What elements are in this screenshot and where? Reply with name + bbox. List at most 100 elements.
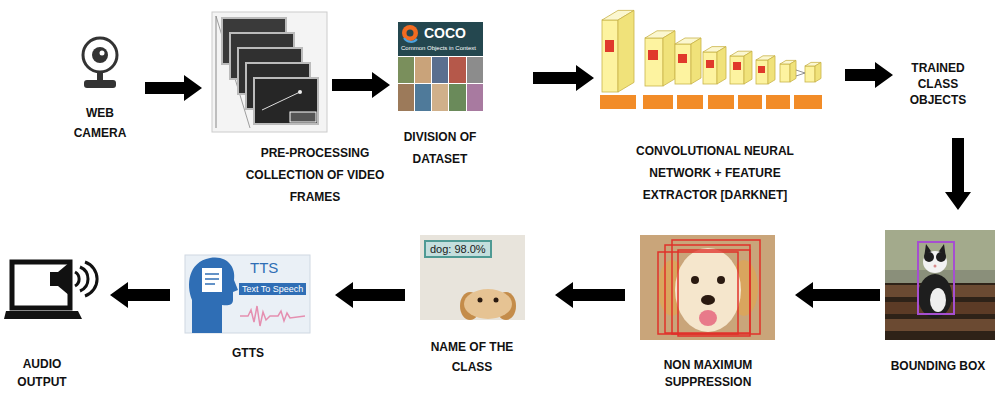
flow-arrow (795, 282, 880, 308)
class-label-image (420, 235, 525, 320)
cnn-layers-image-part (663, 31, 675, 86)
process-step: NON MAXIMUM SUPPRESSION (640, 235, 775, 340)
laptop-speaker-icon-part (85, 262, 97, 296)
laptop-speaker-icon (4, 262, 97, 319)
coco-dataset-image-part (404, 38, 417, 42)
cnn-layers-image-part (780, 64, 790, 82)
cnn-layers-image-part-part (600, 95, 636, 109)
tts-image-part (185, 255, 310, 333)
nms-dog-image-part-part (672, 240, 760, 334)
class-label-image-part (420, 235, 525, 320)
image-text: TTS (250, 259, 278, 276)
cnn-layers-image-part (691, 38, 701, 84)
step-label: BOUNDING BOX (883, 356, 993, 376)
cnn-layers-image-part-part (708, 95, 734, 109)
coco-dataset-image-part (402, 25, 418, 41)
cnn-layers-image-part (744, 51, 752, 84)
process-step: WEB CAMERA (72, 35, 128, 93)
bounding-box-image-part (918, 274, 952, 318)
step-caption: PRE-PROCESSING COLLECTION OF VIDEO FRAME… (235, 142, 395, 208)
webcam-icon-part (83, 38, 117, 72)
step-caption: DIVISION OF DATASET (390, 126, 490, 170)
tts-image-part (205, 278, 219, 280)
cnn-layers-image-part (730, 56, 744, 84)
process-step: CONVOLUTIONAL NEURAL NETWORK + FEATURE E… (598, 8, 830, 113)
video-frames-image-part (298, 90, 302, 94)
process-step: AUDIO OUTPUT (4, 255, 96, 323)
coco-dataset-image-part (467, 84, 483, 111)
coco-dataset-image-part (415, 84, 431, 111)
coco-dataset-image-part (449, 57, 466, 83)
flow-arrow (945, 138, 971, 210)
nms-dog-image-part (675, 248, 741, 332)
tts-image (185, 255, 310, 333)
class-label-image-part (478, 298, 483, 303)
bounding-box-image-part (924, 252, 934, 262)
cnn-layers-image-part-part (733, 62, 741, 70)
cnn-layers-image-part-part (766, 95, 790, 109)
nms-dog-image (640, 235, 775, 340)
cnn-layers-image-part-part (758, 66, 765, 73)
step-caption: AUDIO OUTPUT (7, 355, 77, 391)
step-caption: NON MAXIMUM SUPPRESSION (653, 357, 763, 391)
bounding-box-image-part (918, 242, 954, 314)
step-caption: CONVOLUTIONAL NEURAL NETWORK + FEATURE E… (630, 140, 800, 206)
cnn-layers-image-part (602, 20, 618, 92)
coco-dataset-image-part (449, 84, 466, 111)
coco-dataset-image-part (398, 57, 414, 83)
laptop-speaker-icon-part (75, 272, 79, 286)
cnn-layers-image-part (790, 60, 796, 82)
label-wrap: COCO (424, 25, 466, 41)
laptop-speaker-icon-part (4, 311, 82, 319)
step-label: TRAINED CLASS OBJECTS (898, 60, 978, 108)
nms-dog-image-part (691, 276, 699, 284)
cnn-layers-image-part (645, 38, 663, 86)
nms-dog-image-part (717, 276, 725, 284)
tts-image-part (189, 258, 238, 333)
cnn-layers-image-part (703, 52, 717, 84)
cnn-layers-image-part-part (677, 95, 703, 109)
webcam-icon-part (92, 47, 108, 63)
cnn-layers-image-part-part (738, 95, 762, 109)
cnn-layers-image-part (768, 56, 775, 84)
step-label: CONVOLUTIONAL NEURAL NETWORK + FEATURE E… (630, 140, 800, 206)
coco-dataset-image-part (432, 57, 448, 83)
nms-dog-image-part-part (658, 252, 738, 334)
coco-dataset-image-part (407, 30, 414, 37)
cnn-layers-image-part-part (706, 60, 714, 68)
flow-arrow (145, 75, 202, 101)
webcam-icon-part (97, 72, 103, 81)
cnn-layers-image-part (815, 62, 821, 82)
step-caption: BOUNDING BOX (883, 356, 993, 376)
step-label: DIVISION OF DATASET (390, 126, 490, 170)
laptop-speaker-icon-part (12, 262, 70, 308)
cnn-layers-image-part (618, 10, 634, 92)
image-text: COCO (424, 25, 466, 41)
cnn-layers-image (600, 10, 822, 109)
coco-dataset-image-part (398, 84, 414, 111)
cnn-layers-image-part (717, 47, 726, 84)
webcam-icon (83, 38, 117, 88)
coco-dataset-image-part (415, 57, 431, 83)
bounding-box-image-part (936, 252, 946, 262)
video-frames-image (212, 12, 327, 132)
step-caption: WEB CAMERA (65, 103, 135, 143)
cnn-layers-image-part-part (794, 95, 822, 109)
bounding-box-image-part (885, 319, 995, 331)
video-frames-image-part (212, 12, 327, 132)
bounding-box-image-part (934, 265, 937, 268)
coco-dataset-image-part (398, 22, 483, 56)
cnn-layers-image-part-part (648, 50, 658, 60)
nms-dog-image-part (640, 235, 775, 340)
tts-image-part (205, 283, 215, 285)
tts-image-part (240, 306, 305, 326)
bounding-box-image-part (885, 283, 995, 340)
flow-arrow (555, 282, 625, 308)
laptop-speaker-icon-part (80, 267, 88, 291)
class-label-image-part (464, 289, 512, 319)
process-step: TRAINED CLASS OBJECTS (898, 60, 978, 108)
bounding-box-image (885, 230, 995, 340)
process-step: BOUNDING BOX (885, 230, 995, 340)
